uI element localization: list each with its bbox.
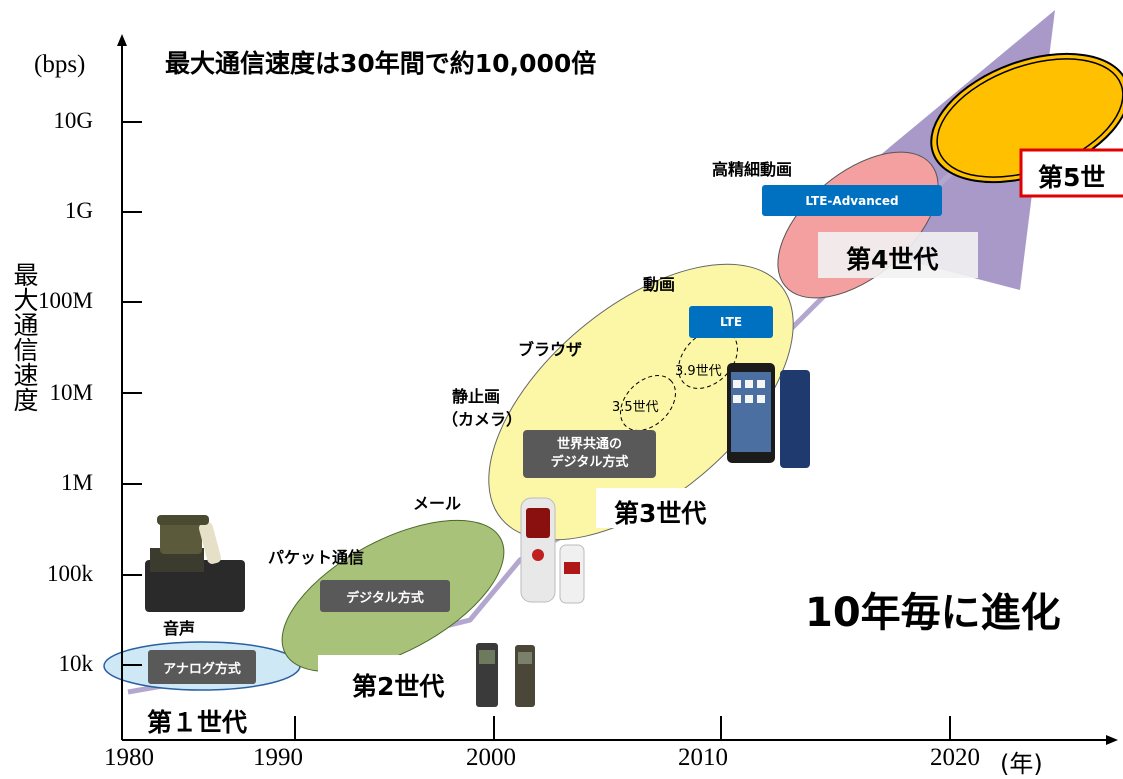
y-ticks (122, 121, 142, 666)
sub-gen-39: 3.9世代 (675, 364, 722, 379)
g2-label: 第2世代 (352, 672, 445, 701)
x-axis-arrow (1106, 735, 1118, 745)
g5-label: 第5世 (1038, 163, 1106, 192)
y-tick-label: 100k (47, 561, 93, 586)
badge-lte: LTE (689, 306, 773, 338)
x-tick-label: 2020 (930, 744, 980, 771)
badge-global-digital-line1: 世界共通の (556, 437, 622, 453)
badge-lte-advanced: LTE-Advanced (762, 185, 942, 216)
y-axis-arrow (117, 34, 127, 46)
g4-label-backdrop (818, 232, 978, 278)
badge-global-digital-line2: デジタル方式 (550, 455, 629, 470)
service-mail: メール (413, 494, 462, 513)
badge-analog: アナログ方式 (148, 650, 256, 684)
flip-phone-icon-3g (520, 497, 585, 604)
service-still-image-camera: （カメラ） (442, 410, 523, 429)
headline: 10年毎に進化 (805, 590, 1061, 636)
y-tick-label: 10M (49, 380, 93, 405)
car-phone-icon (145, 515, 245, 612)
sub-gen-35: 3.5世代 (612, 400, 659, 415)
diagram-title: 最大通信速度は30年間で約10,000倍 (165, 49, 597, 78)
g1-label: 第１世代 (147, 708, 248, 737)
feature-phone-icon-2g (476, 643, 535, 707)
g3-label-backdrop (596, 488, 726, 528)
x-unit-label: (年) (1000, 750, 1043, 778)
g4-label: 第4世代 (846, 245, 939, 274)
smartphone-icon (727, 363, 810, 468)
x-tick-label: 2010 (678, 744, 728, 771)
service-hd-video: 高精細動画 (712, 160, 793, 179)
g5-frame (1019, 148, 1123, 198)
x-tick-label: 2000 (466, 744, 516, 771)
x-tick-label: 1980 (104, 744, 154, 771)
y-tick-label: 10G (53, 108, 93, 133)
y-tick-label: 1M (61, 470, 93, 495)
g2-label-backdrop (318, 655, 458, 697)
y-axis-title: 最大通信速度 (10, 262, 39, 412)
y-unit-label: (bps) (34, 51, 86, 78)
g1-label-backdrop (123, 698, 266, 738)
service-packet: パケット通信 (268, 548, 365, 567)
badge-global-digital: 世界共通の デジタル方式 (523, 430, 656, 478)
x-ticks (294, 716, 951, 740)
service-still-image: 静止画 (452, 387, 501, 406)
service-video: 動画 (643, 275, 676, 294)
y-tick-label: 1G (64, 198, 93, 223)
service-voice: 音声 (163, 619, 196, 638)
x-tick-label: 1990 (253, 744, 303, 771)
y-tick-label: 100M (38, 288, 93, 313)
badge-digital: デジタル方式 (320, 580, 450, 612)
g3-label: 第3世代 (614, 499, 707, 528)
g35-ellipse (620, 375, 676, 431)
y-tick-label: 10k (58, 651, 94, 676)
service-browser: ブラウザ (518, 340, 583, 359)
